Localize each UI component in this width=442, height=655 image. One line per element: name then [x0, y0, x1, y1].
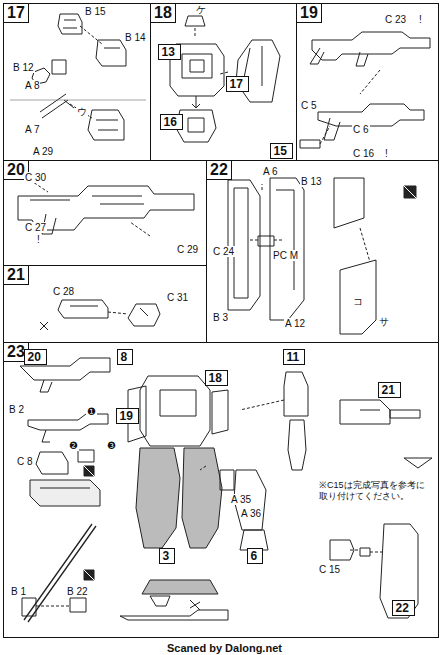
- assembly-reference-box: 21: [378, 382, 401, 398]
- caution-mark: !: [384, 148, 389, 159]
- step-number: 21: [4, 266, 29, 285]
- part-code: B 22: [66, 586, 89, 597]
- caution-mark: !: [36, 234, 41, 245]
- assembly-reference-box: 8: [117, 349, 133, 365]
- part-reference-number: 8: [121, 350, 128, 364]
- assembly-reference-box: 16: [160, 114, 183, 130]
- part-code: B 15: [84, 6, 107, 17]
- sticker-code: ケ: [195, 4, 207, 15]
- assembly-note: ※C15は完成写真を参考に取り付けてください。: [318, 480, 432, 502]
- step-panel: 21: [3, 265, 207, 343]
- sticker-code: コ: [352, 296, 364, 307]
- step-order: ❶: [86, 406, 97, 417]
- sticker-code: サ: [378, 316, 390, 327]
- part-code: B 1: [10, 586, 27, 597]
- part-code: C 24: [212, 246, 235, 257]
- assembly-reference-box: 3: [159, 548, 175, 564]
- part-code: A 12: [284, 318, 306, 329]
- part-code: C 15: [318, 564, 341, 575]
- part-reference-number: 15: [274, 144, 287, 158]
- step19-rifles: [300, 32, 430, 148]
- part-code: A 8: [24, 80, 40, 91]
- part-reference-number: 18: [209, 371, 222, 385]
- step21-parts: [40, 300, 160, 330]
- part-code: A 36: [240, 508, 262, 519]
- assembly-reference-box: 11: [283, 349, 305, 365]
- part-code: A 6: [262, 166, 278, 177]
- part-reference-number: 3: [163, 549, 170, 563]
- assembly-reference-box: 13: [158, 44, 181, 60]
- part-code: C 27: [24, 222, 47, 233]
- assembly-reference-box: 17: [226, 76, 249, 92]
- part-code: A 29: [32, 146, 54, 157]
- step23-assembly: [20, 358, 432, 622]
- part-reference-number: 11: [287, 350, 300, 364]
- assembly-reference-box: 22: [392, 600, 415, 616]
- step-panel: 22: [206, 160, 439, 343]
- part-reference-number: 22: [396, 601, 409, 615]
- part-code: C 28: [52, 286, 75, 297]
- part-reference-number: 19: [120, 409, 133, 423]
- assembly-reference-box: 20: [24, 349, 47, 365]
- sticker-code: ウ: [76, 106, 88, 117]
- part-code: C 6: [352, 124, 370, 135]
- part-code: C 30: [24, 172, 47, 183]
- step22-shield: [228, 178, 416, 334]
- part-code: B 2: [8, 404, 25, 415]
- part-reference-number: 20: [28, 350, 41, 364]
- step-number: 19: [297, 4, 322, 23]
- step-number: 18: [151, 4, 176, 23]
- part-code: A 7: [24, 124, 40, 135]
- part-code: C 16: [352, 148, 375, 159]
- assembly-reference-box: 6: [247, 548, 263, 564]
- step-order: ❷: [68, 440, 79, 451]
- part-code: C 8: [16, 456, 34, 467]
- part-reference-number: 6: [251, 549, 258, 563]
- step-order: ❸: [106, 440, 117, 451]
- part-code: B 12: [12, 62, 35, 73]
- part-code: C 29: [176, 244, 199, 255]
- part-code: C 23: [384, 14, 407, 25]
- part-code: PC M: [272, 250, 299, 261]
- part-code: C 31: [166, 292, 189, 303]
- part-reference-number: 16: [164, 115, 177, 129]
- part-code: B 14: [124, 32, 147, 43]
- part-reference-number: 17: [230, 77, 243, 91]
- part-code: A 35: [230, 494, 252, 505]
- watermark: Scaned by Dalong.net: [166, 642, 283, 654]
- part-reference-number: 13: [162, 45, 175, 59]
- step18-torso: [170, 16, 280, 142]
- part-code: C 5: [300, 100, 318, 111]
- part-code: B 13: [300, 176, 323, 187]
- assembly-reference-box: 19: [116, 408, 139, 424]
- step-panel: 19: [296, 3, 439, 161]
- step20-rifle: [18, 180, 194, 236]
- part-code: B 3: [212, 312, 229, 323]
- step-panel: 18 13 17 16 15: [150, 3, 297, 161]
- assembly-reference-box: 18: [205, 370, 228, 386]
- step17-parts: [10, 14, 146, 140]
- caution-mark: !: [418, 14, 423, 25]
- step-number: 22: [207, 161, 232, 180]
- assembly-reference-box: 15: [270, 143, 293, 159]
- step-number: 17: [4, 4, 29, 23]
- part-reference-number: 21: [382, 383, 395, 397]
